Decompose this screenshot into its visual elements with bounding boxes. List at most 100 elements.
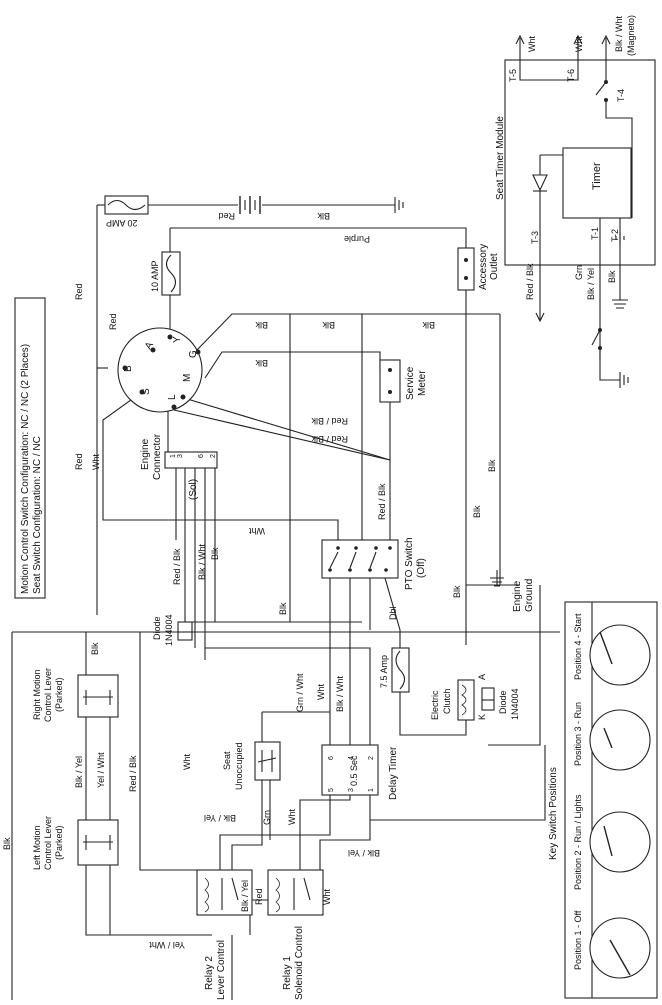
key-position-2: Position 2 - Run / Lights bbox=[573, 794, 651, 890]
delay-timer-label: Delay Timer bbox=[388, 746, 399, 800]
diode-right-label-1: Diode bbox=[498, 690, 508, 714]
key-switch-positions-panel: Key Switch Positions Position 4 - Start … bbox=[548, 601, 658, 999]
key-terminal-y: Y bbox=[172, 336, 183, 343]
wire-red-key: Red bbox=[108, 313, 118, 330]
key-terminal-a: A bbox=[143, 340, 156, 352]
key-terminal-m: M bbox=[182, 374, 193, 382]
engine-pin-3: 3 bbox=[177, 454, 184, 458]
wire-blk-g1: Blk bbox=[255, 320, 268, 330]
relay2-label-2: Lever Control bbox=[216, 940, 227, 1000]
timer-pin-3: 3 bbox=[348, 788, 355, 792]
wire-blk-rl: Blk bbox=[90, 642, 100, 655]
key-position-1: Position 1 - Off bbox=[573, 910, 651, 979]
fuse-20amp: 20 AMP bbox=[104, 195, 149, 228]
sol-label: (Sol) bbox=[188, 479, 199, 500]
wire-grn-wht: Grn / Wht bbox=[295, 673, 305, 712]
wire-wht-mid: Wht bbox=[249, 526, 266, 536]
accessory-outlet-label-1: Accessory bbox=[478, 244, 489, 290]
accessory-outlet-label-2: Outlet bbox=[489, 253, 500, 280]
clutch-a-label: A bbox=[477, 674, 487, 680]
seat-label-1: Seat bbox=[222, 751, 232, 770]
wire-blk-batt: Blk bbox=[317, 211, 330, 221]
stm-t1: T-1 bbox=[590, 227, 600, 240]
electric-clutch-label-2: Clutch bbox=[442, 688, 452, 714]
wire-red-batt: Red bbox=[218, 211, 235, 221]
wire-wht-r1: Wht bbox=[322, 889, 332, 906]
key-position-3: Position 3 - Run bbox=[573, 702, 651, 771]
stm-t5: T-5 bbox=[508, 69, 518, 82]
wire-wht-l2: Wht bbox=[182, 754, 192, 771]
seat-switch: Seat Unoccupied bbox=[222, 741, 281, 790]
wire-grn-s: Grn bbox=[262, 810, 272, 825]
pto-switch: PTO Switch (Off) bbox=[321, 537, 427, 590]
wire-network bbox=[11, 204, 560, 1000]
diode-left-label-1: Diode bbox=[152, 616, 162, 640]
diode-left-label-2: 1N4004 bbox=[164, 614, 174, 646]
engine-ground-label-1: Engine bbox=[512, 580, 523, 612]
stm-t3: T-3 bbox=[530, 231, 540, 244]
stm-t6: T-6 bbox=[566, 69, 576, 82]
stm-wire-grn: Grn bbox=[574, 265, 584, 280]
note-motion-switch: Motion Control Switch Configuration: NC … bbox=[20, 344, 31, 594]
delay-timer: 6 4 2 5 3 1 0.5 Sec Delay Timer bbox=[321, 744, 399, 800]
key-terminal-s: S bbox=[141, 388, 152, 395]
engine-pin-2: 2 bbox=[210, 454, 217, 458]
key-position-4: Position 4 - Start bbox=[573, 613, 651, 686]
wire-red-blk-d: Red / Blk bbox=[172, 548, 182, 585]
wire-yel-wht-l: Yel / Wht bbox=[96, 752, 106, 788]
fuse-10amp-label: 10 AMP bbox=[150, 260, 160, 292]
delay-sec-label: 0.5 Sec bbox=[349, 755, 359, 786]
key-position-3-label: Position 3 - Run bbox=[573, 702, 583, 766]
key-position-1-label: Position 1 - Off bbox=[573, 910, 583, 970]
wire-red-r: Red bbox=[254, 888, 264, 905]
wire-purple: Purple bbox=[344, 234, 370, 244]
diode-left: Diode 1N4004 bbox=[152, 614, 193, 646]
electric-clutch-label-1: Electric bbox=[430, 690, 440, 720]
engine-connector-label-2: Connector bbox=[152, 433, 163, 480]
accessory-outlet: Accessory Outlet bbox=[457, 244, 500, 291]
relay2-label-1: Relay 2 bbox=[204, 956, 215, 990]
key-position-2-label: Position 2 - Run / Lights bbox=[573, 794, 583, 890]
wire-yel-wht-bot: Yel / Wht bbox=[149, 940, 185, 950]
ground-symbols bbox=[394, 197, 625, 587]
wire-blk-ground-3: Blk bbox=[452, 585, 462, 598]
fuse-20amp-label: 20 AMP bbox=[106, 218, 138, 228]
key-terminal-l: L bbox=[167, 394, 178, 400]
stm-wire-blk-yel: Blk / Yel bbox=[586, 268, 596, 300]
wire-blk-ground-2: Blk bbox=[472, 505, 482, 518]
right-lever-label-2: Control Lever bbox=[43, 668, 53, 722]
wire-wht-left: Wht bbox=[91, 454, 101, 471]
note-seat-switch: Seat Switch Configuration: NC / NC bbox=[32, 436, 43, 594]
wire-red-blk-l: Red / Blk bbox=[128, 755, 138, 792]
service-meter-label-2: Meter bbox=[417, 370, 428, 396]
left-lever-label-1: Left Motion bbox=[32, 825, 42, 870]
relay1-label-1: Relay 1 bbox=[282, 956, 293, 990]
clutch-k-label: K bbox=[477, 714, 487, 720]
right-lever-label-3: (Parked) bbox=[54, 677, 64, 712]
key-switch: A Y B G S M L bbox=[117, 327, 203, 413]
wire-blk-g3: Blk bbox=[422, 320, 435, 330]
seat-timer-module-label: Seat Timer Module bbox=[495, 116, 506, 200]
wire-red-left: Red bbox=[74, 453, 84, 470]
wire-blk-m: Blk bbox=[255, 358, 268, 368]
key-terminal-b: B bbox=[123, 365, 134, 372]
engine-connector-label-1: Engine bbox=[140, 438, 151, 470]
stm-wht-a: Wht bbox=[527, 36, 537, 53]
wire-blk-far: Blk bbox=[2, 837, 12, 850]
wire-red-blk-2: Red / Blk bbox=[311, 434, 348, 444]
seat-label-2: Unoccupied bbox=[234, 742, 244, 790]
relay-1: Relay 1 Solenoid Control bbox=[267, 869, 324, 1000]
wire-wht-dt: Wht bbox=[316, 684, 326, 701]
fuse-10amp: 10 AMP bbox=[150, 251, 181, 296]
fuse-7-5amp: 7.5 Amp bbox=[379, 647, 410, 693]
key-position-4-label: Position 4 - Start bbox=[573, 613, 583, 680]
wire-blk-wht-dt: Blk / Wht bbox=[335, 675, 345, 712]
stm-magneto-1: Blk / Wht bbox=[614, 15, 624, 52]
wire-blk-g2: Blk bbox=[322, 320, 335, 330]
config-note: Motion Control Switch Configuration: NC … bbox=[14, 297, 46, 599]
timer-pin-5: 5 bbox=[328, 788, 335, 792]
wire-red-fuse: Red bbox=[74, 283, 84, 300]
wire-blk-d: Blk bbox=[210, 547, 220, 560]
wire-red-blk-1: Red / Blk bbox=[311, 416, 348, 426]
